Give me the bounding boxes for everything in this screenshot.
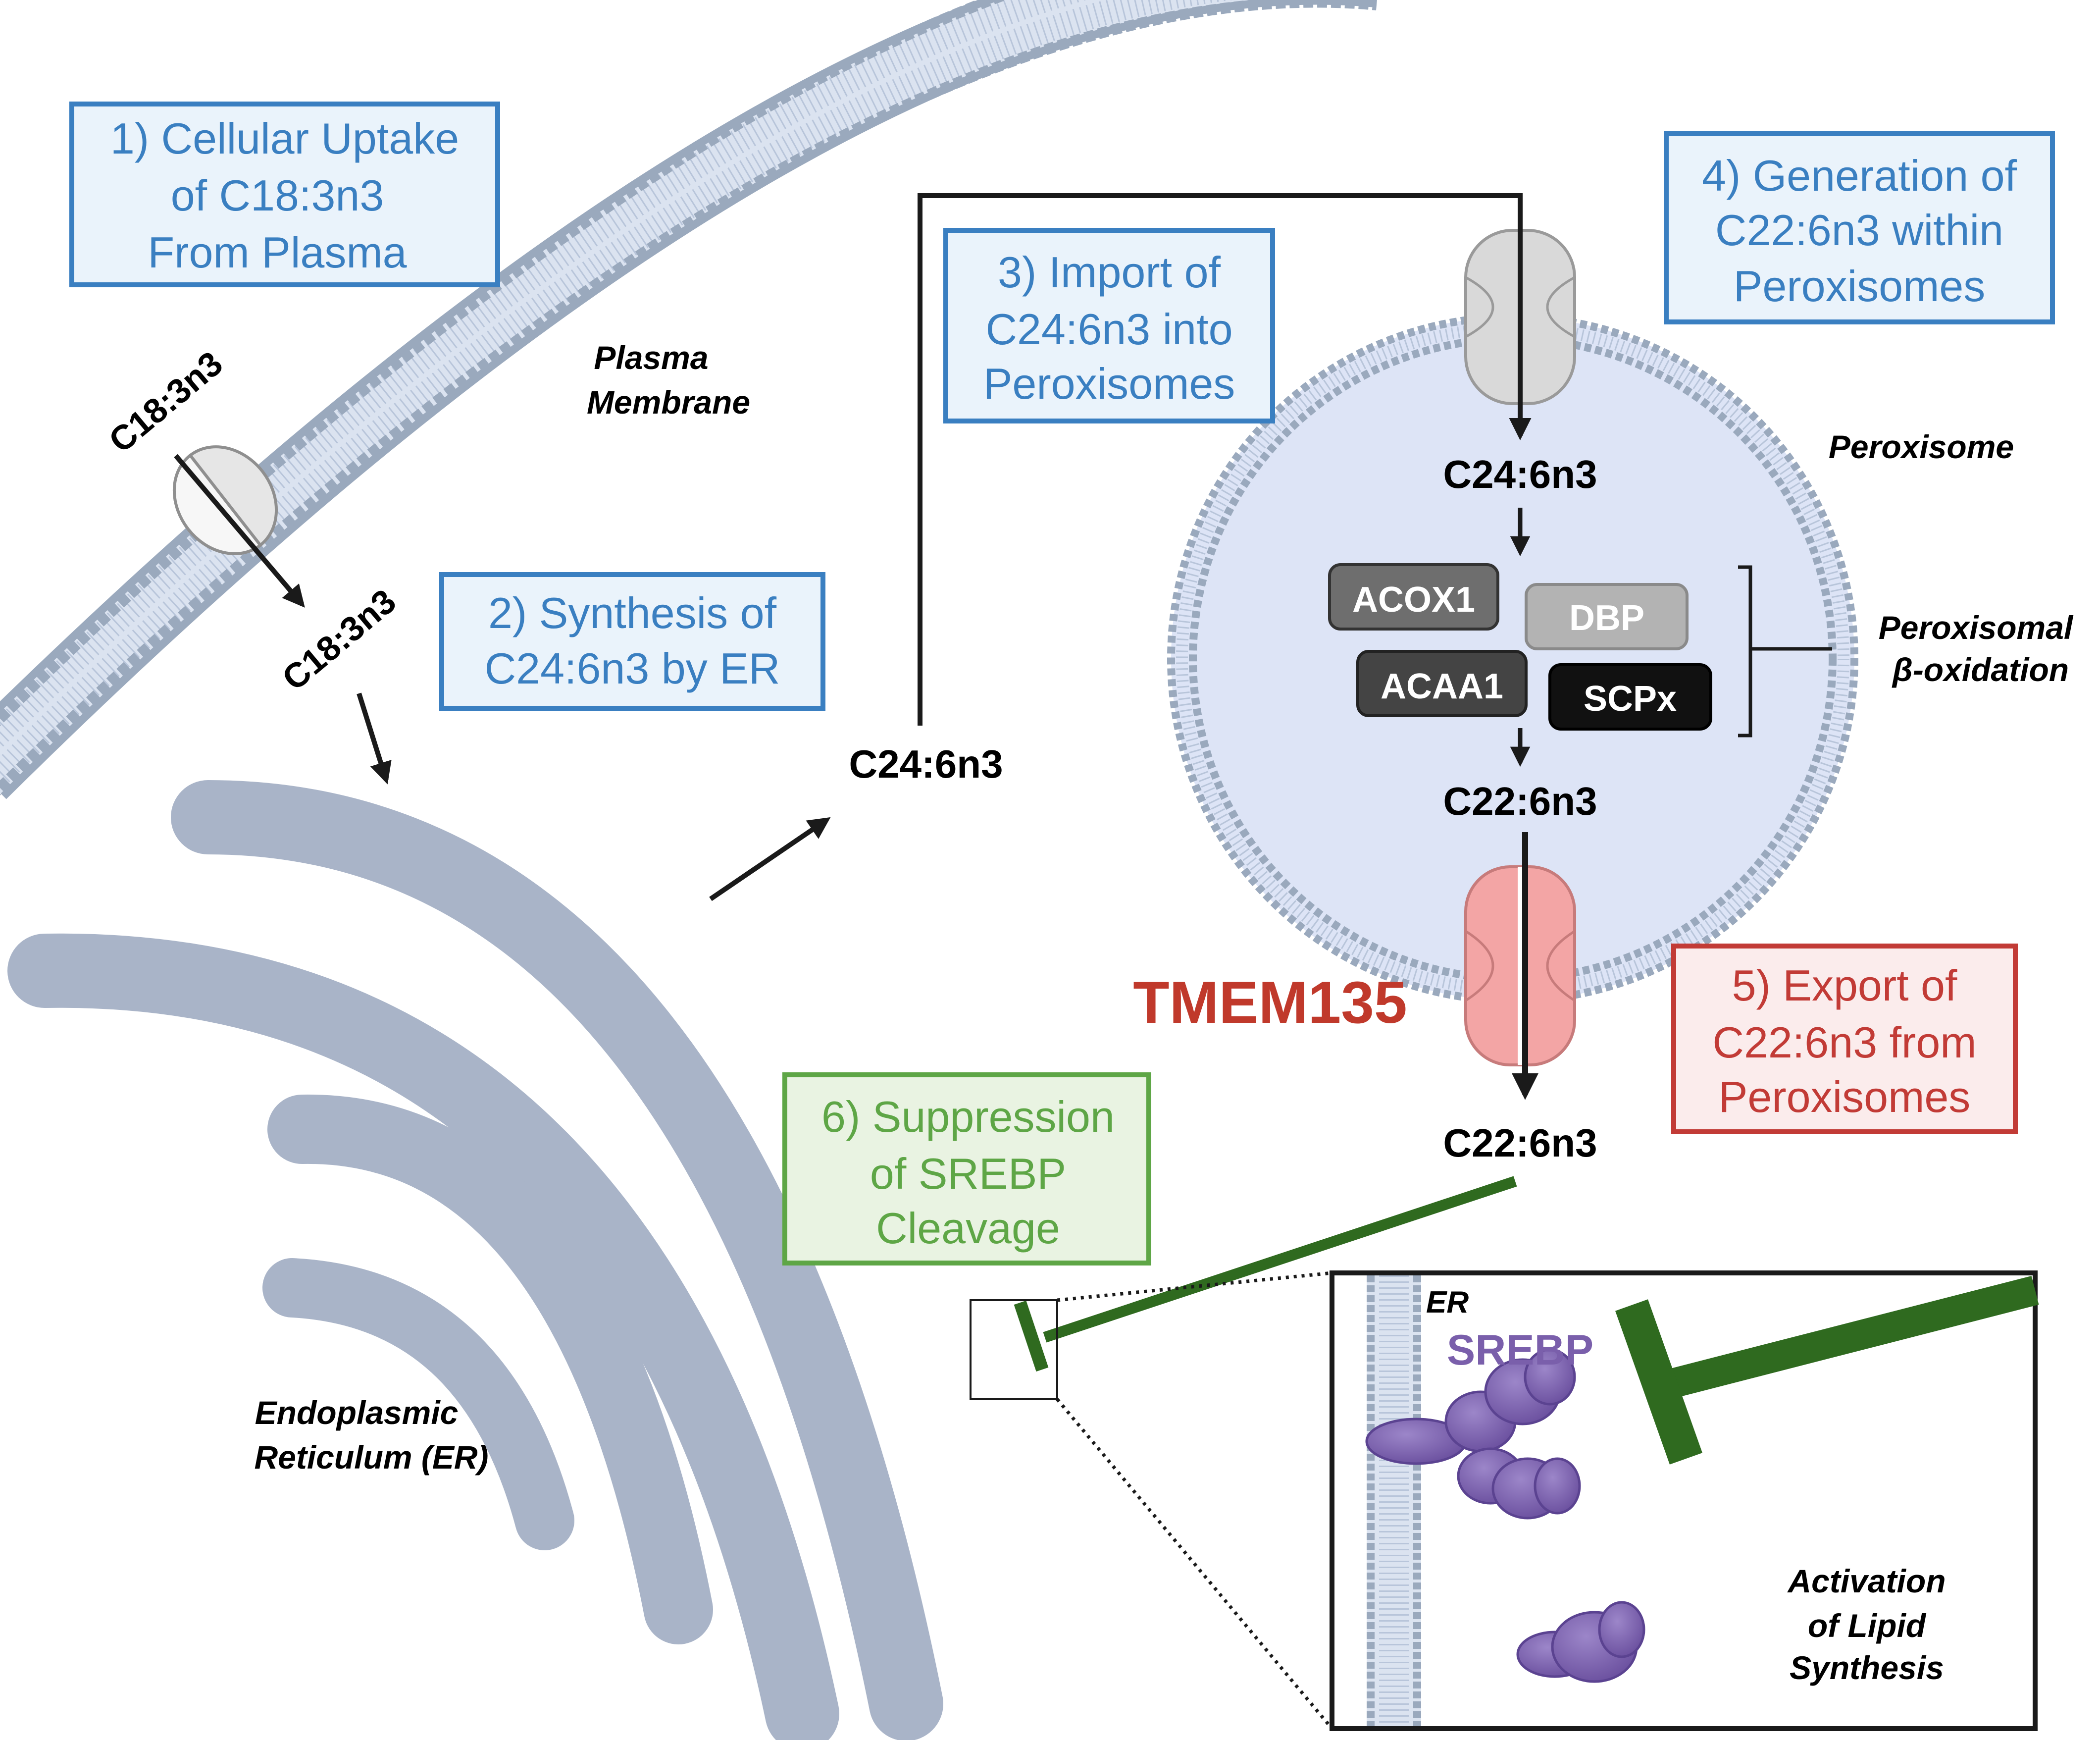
step3-line2: C24:6n3 into [985, 305, 1232, 354]
dbp-box [1525, 583, 1689, 650]
step1-line2: of C18:3n3 [171, 171, 384, 220]
step6-line3: Cleavage [876, 1204, 1060, 1253]
plasma-membrane-label-line1: Plasma [594, 339, 708, 376]
activation-label-line3: Synthesis [1790, 1649, 1944, 1686]
scpx-label: SCPx [1584, 679, 1677, 719]
step4-line3: Peroxisomes [1734, 262, 1986, 311]
step5-box [1671, 944, 2018, 1134]
uptake-arrow [174, 454, 305, 608]
plasma-membrane-label-line2: Membrane [587, 384, 750, 421]
acox1-label: ACOX1 [1352, 580, 1475, 620]
step1-box [69, 102, 500, 287]
c22-peroxisome-label: C22:6n3 [1443, 779, 1597, 823]
beta-oxidation-bracket [1738, 565, 1832, 738]
c18-outside-label: C18:3n3 [102, 344, 230, 460]
step6-line2: of SREBP [870, 1149, 1066, 1198]
acaa1-label: ACAA1 [1381, 667, 1503, 706]
beta-oxidation-label-line2: β-oxidation [1892, 651, 2069, 688]
inset-er-membrane [1367, 1275, 1421, 1726]
step4-box [1664, 131, 2055, 324]
tmem135-transporter [1464, 865, 1576, 1066]
srebp-label: SREBP [1447, 1326, 1593, 1374]
activation-label-line1: Activation [1787, 1563, 1946, 1599]
step5-line3: Peroxisomes [1719, 1072, 1971, 1121]
step1-line1: 1) Cellular Uptake [110, 114, 459, 163]
er-label-line2: Reticulum (ER) [254, 1439, 488, 1476]
endoplasmic-reticulum [7, 780, 943, 1740]
er-label-line1: Endoplasmic [255, 1394, 459, 1431]
step3-line3: Peroxisomes [983, 359, 1235, 408]
inset-inhibitor [1615, 1275, 2039, 1465]
c18-to-er-arrow [357, 692, 392, 785]
pathway-arrows [174, 193, 1745, 1670]
c24-er-product-label: C24:6n3 [849, 742, 1003, 786]
step1-line3: From Plasma [148, 228, 407, 277]
c22-exported-label: C22:6n3 [1443, 1121, 1597, 1165]
step6-box [782, 1072, 1151, 1265]
er-to-c24-arrow [709, 817, 831, 901]
step4-line1: 4) Generation of [1702, 151, 2017, 200]
step2-line1: 2) Synthesis of [488, 588, 777, 637]
dbp-label: DBP [1569, 598, 1644, 638]
step3-box [943, 228, 1275, 423]
acox1-box [1328, 563, 1499, 631]
srebp-full-length-protein [1365, 1348, 1581, 1520]
tmem135-label: TMEM135 [1133, 969, 1407, 1036]
beta-oxidation-label-line1: Peroxisomal [1879, 609, 2074, 646]
step6-line1: 6) Suppression [821, 1092, 1115, 1141]
step2-line2: C24:6n3 by ER [485, 644, 780, 693]
step4-line2: C22:6n3 within [1715, 206, 2003, 255]
scpx-box [1548, 663, 1712, 731]
peroxisome-label: Peroxisome [1829, 428, 2014, 465]
c18-inside-label: C18:3n3 [275, 581, 403, 698]
acaa1-box [1356, 650, 1528, 717]
srebp-cleaved-fragment [1516, 1601, 1645, 1683]
step5-line1: 5) Export of [1732, 961, 1957, 1010]
srebp-inset [1330, 1270, 2039, 1731]
step3-line1: 3) Import of [998, 248, 1221, 297]
step5-line2: C22:6n3 from [1712, 1018, 1976, 1067]
zoom-indicator [970, 1271, 1333, 1730]
step2-box [439, 572, 825, 711]
activation-label-line2: of Lipid [1808, 1607, 1927, 1644]
import-path-line [918, 193, 1532, 726]
suppression-inhibitor [1014, 1176, 1517, 1372]
inset-er-label: ER [1426, 1285, 1469, 1319]
c24-peroxisome-label: C24:6n3 [1443, 452, 1597, 496]
